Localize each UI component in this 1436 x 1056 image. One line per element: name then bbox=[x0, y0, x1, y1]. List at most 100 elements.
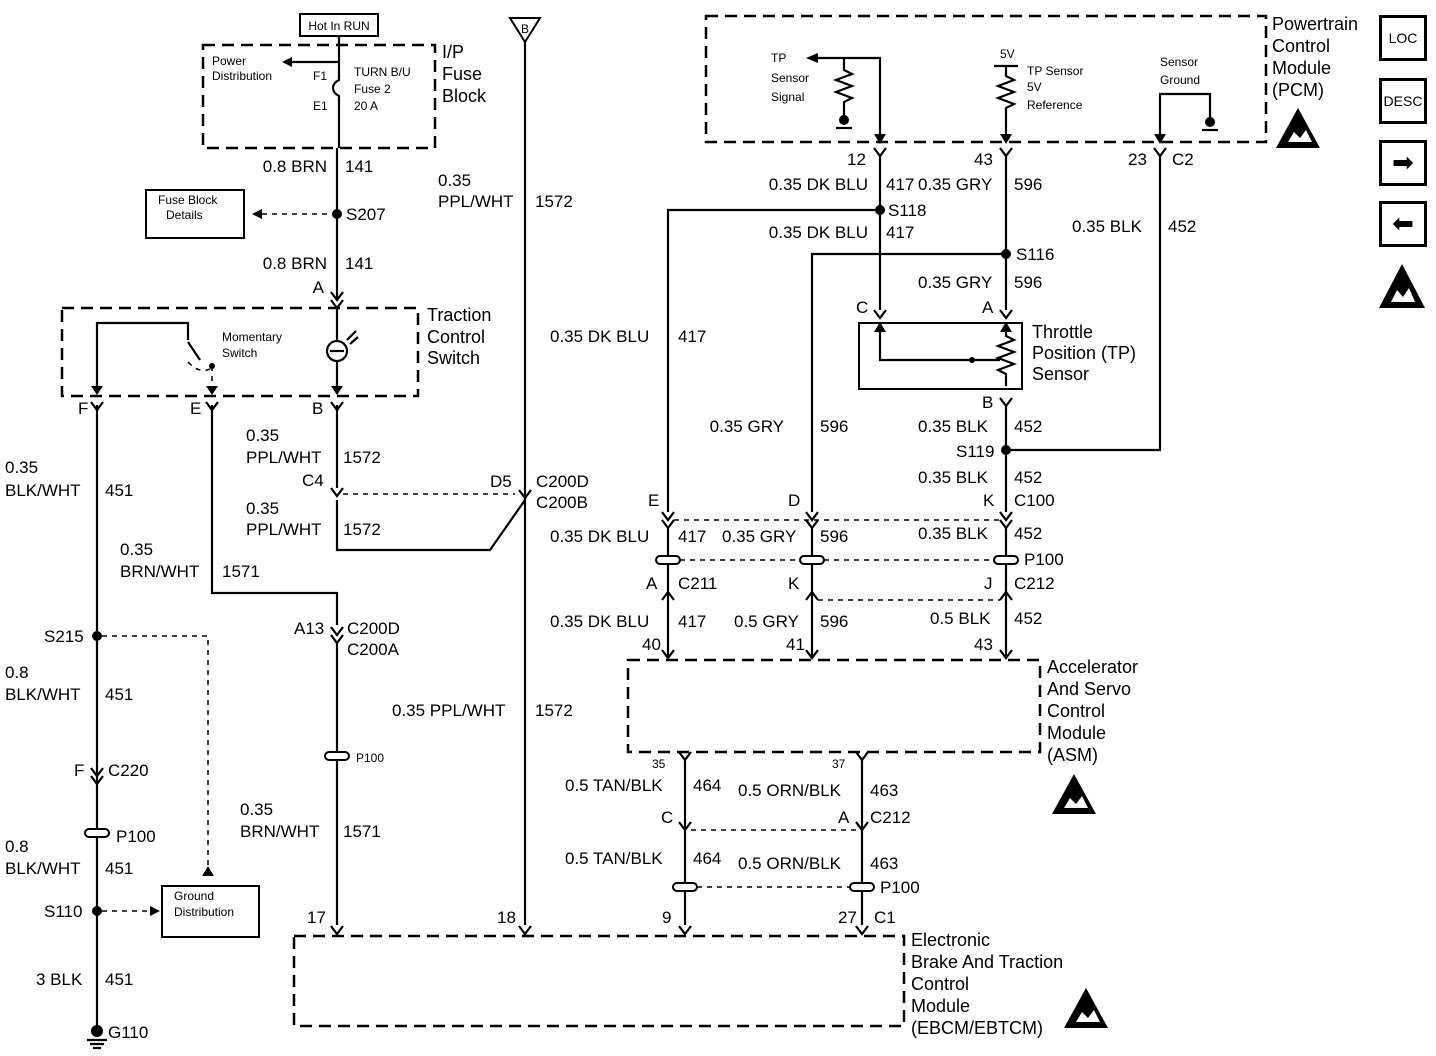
svg-text:P100: P100 bbox=[356, 751, 384, 765]
splice-s110 bbox=[92, 906, 102, 916]
svg-text:Block: Block bbox=[442, 86, 487, 106]
svg-text:141: 141 bbox=[345, 254, 373, 273]
esd-warning-icon bbox=[1276, 108, 1320, 148]
svg-text:K: K bbox=[983, 491, 995, 510]
svg-text:S207: S207 bbox=[346, 205, 386, 224]
svg-text:C4: C4 bbox=[302, 471, 324, 490]
svg-text:17: 17 bbox=[307, 908, 326, 927]
prev-page-button[interactable]: ⬅ bbox=[1379, 201, 1427, 247]
svg-text:TURN B/U: TURN B/U bbox=[354, 65, 411, 79]
svg-text:C: C bbox=[661, 808, 673, 827]
desc-button[interactable]: DESC bbox=[1379, 78, 1427, 124]
svg-text:1572: 1572 bbox=[535, 192, 573, 211]
svg-text:C200D: C200D bbox=[347, 619, 400, 638]
svg-text:417: 417 bbox=[678, 327, 706, 346]
svg-text:Powertrain: Powertrain bbox=[1272, 14, 1358, 34]
svg-text:Hot In RUN: Hot In RUN bbox=[308, 19, 369, 33]
svg-text:463: 463 bbox=[870, 854, 898, 873]
svg-text:E: E bbox=[648, 491, 659, 510]
svg-text:BLK/WHT: BLK/WHT bbox=[5, 481, 81, 500]
svg-text:P100: P100 bbox=[1024, 550, 1064, 569]
svg-text:0.35: 0.35 bbox=[246, 426, 279, 445]
svg-text:0.5 ORN/BLK: 0.5 ORN/BLK bbox=[738, 854, 842, 873]
esd-warning-icon[interactable] bbox=[1377, 262, 1427, 310]
svg-text:417: 417 bbox=[886, 175, 914, 194]
svg-text:1572: 1572 bbox=[343, 448, 381, 467]
svg-text:Control: Control bbox=[1272, 36, 1330, 56]
svg-text:Reference: Reference bbox=[1027, 98, 1083, 112]
svg-text:0.5 TAN/BLK: 0.5 TAN/BLK bbox=[565, 849, 663, 868]
svg-text:417: 417 bbox=[678, 612, 706, 631]
svg-text:F1: F1 bbox=[313, 69, 327, 83]
svg-text:And Servo: And Servo bbox=[1047, 679, 1131, 699]
tp-sensor bbox=[858, 322, 1023, 390]
arrow-left-icon: ⬅ bbox=[1392, 209, 1414, 239]
fuse-block-details-box[interactable] bbox=[145, 189, 245, 239]
svg-text:A: A bbox=[982, 298, 994, 317]
svg-text:K: K bbox=[788, 574, 800, 593]
ip-fuse-block bbox=[201, 43, 437, 150]
svg-text:S215: S215 bbox=[44, 627, 84, 646]
svg-text:Signal: Signal bbox=[771, 90, 804, 104]
esd-warning-icon bbox=[1052, 774, 1096, 814]
svg-text:463: 463 bbox=[870, 781, 898, 800]
indicator-lamp-icon bbox=[325, 339, 349, 363]
loc-button[interactable]: LOC bbox=[1379, 15, 1427, 61]
esd-warning-icon bbox=[1064, 988, 1108, 1028]
svg-text:C200B: C200B bbox=[536, 493, 588, 512]
svg-text:0.35 BLK: 0.35 BLK bbox=[918, 417, 989, 436]
svg-text:P100: P100 bbox=[116, 827, 156, 846]
svg-text:0.5 GRY: 0.5 GRY bbox=[734, 612, 799, 631]
svg-text:P100: P100 bbox=[880, 878, 920, 897]
svg-text:18: 18 bbox=[497, 908, 516, 927]
svg-text:0.35 DK BLU: 0.35 DK BLU bbox=[550, 327, 649, 346]
svg-text:Switch: Switch bbox=[222, 346, 257, 360]
svg-text:A: A bbox=[646, 574, 658, 593]
splice-s118 bbox=[875, 205, 885, 215]
svg-text:S118: S118 bbox=[888, 201, 926, 220]
ebcm-module bbox=[292, 934, 906, 1028]
ip-fuse-block-title: I/P bbox=[442, 42, 464, 62]
svg-text:0.35 GRY: 0.35 GRY bbox=[722, 527, 796, 546]
svg-text:Fuse 2: Fuse 2 bbox=[354, 82, 391, 96]
svg-text:TP: TP bbox=[771, 51, 786, 65]
svg-text:S110: S110 bbox=[44, 902, 82, 921]
ground-distribution-box[interactable] bbox=[161, 885, 260, 938]
svg-text:Ground: Ground bbox=[174, 889, 214, 903]
pullup-resistor bbox=[832, 58, 856, 118]
next-page-button[interactable]: ➡ bbox=[1379, 140, 1427, 186]
svg-text:F: F bbox=[78, 399, 88, 418]
svg-text:B: B bbox=[982, 393, 993, 412]
svg-text:Fuse: Fuse bbox=[442, 64, 482, 84]
svg-text:Control: Control bbox=[1047, 701, 1105, 721]
svg-text:451: 451 bbox=[105, 685, 133, 704]
svg-text:F: F bbox=[74, 761, 84, 780]
svg-text:0.8 BRN: 0.8 BRN bbox=[263, 157, 327, 176]
svg-text:596: 596 bbox=[820, 612, 848, 631]
svg-text:0.8: 0.8 bbox=[5, 663, 29, 682]
svg-text:Power: Power bbox=[212, 54, 246, 68]
svg-text:23: 23 bbox=[1128, 150, 1147, 169]
svg-text:141: 141 bbox=[345, 157, 373, 176]
svg-text:C1: C1 bbox=[874, 908, 896, 927]
svg-text:C100: C100 bbox=[1014, 491, 1055, 510]
svg-text:0.8 BRN: 0.8 BRN bbox=[263, 254, 327, 273]
svg-text:Position (TP): Position (TP) bbox=[1032, 343, 1136, 363]
svg-text:20 A: 20 A bbox=[354, 99, 378, 113]
svg-text:27: 27 bbox=[838, 908, 857, 927]
fuse-2 bbox=[331, 62, 341, 148]
svg-text:Traction: Traction bbox=[427, 305, 491, 325]
svg-text:Throttle: Throttle bbox=[1032, 322, 1093, 342]
svg-text:464: 464 bbox=[693, 849, 721, 868]
svg-text:0.8: 0.8 bbox=[5, 837, 29, 856]
svg-text:Sensor: Sensor bbox=[1160, 55, 1198, 69]
svg-text:596: 596 bbox=[1014, 175, 1042, 194]
svg-text:A: A bbox=[838, 808, 850, 827]
svg-text:452: 452 bbox=[1014, 468, 1042, 487]
power-dist-arrow bbox=[282, 57, 292, 67]
svg-text:E1: E1 bbox=[313, 99, 328, 113]
svg-text:C220: C220 bbox=[108, 761, 149, 780]
svg-text:BLK/WHT: BLK/WHT bbox=[5, 685, 81, 704]
svg-text:451: 451 bbox=[105, 970, 133, 989]
